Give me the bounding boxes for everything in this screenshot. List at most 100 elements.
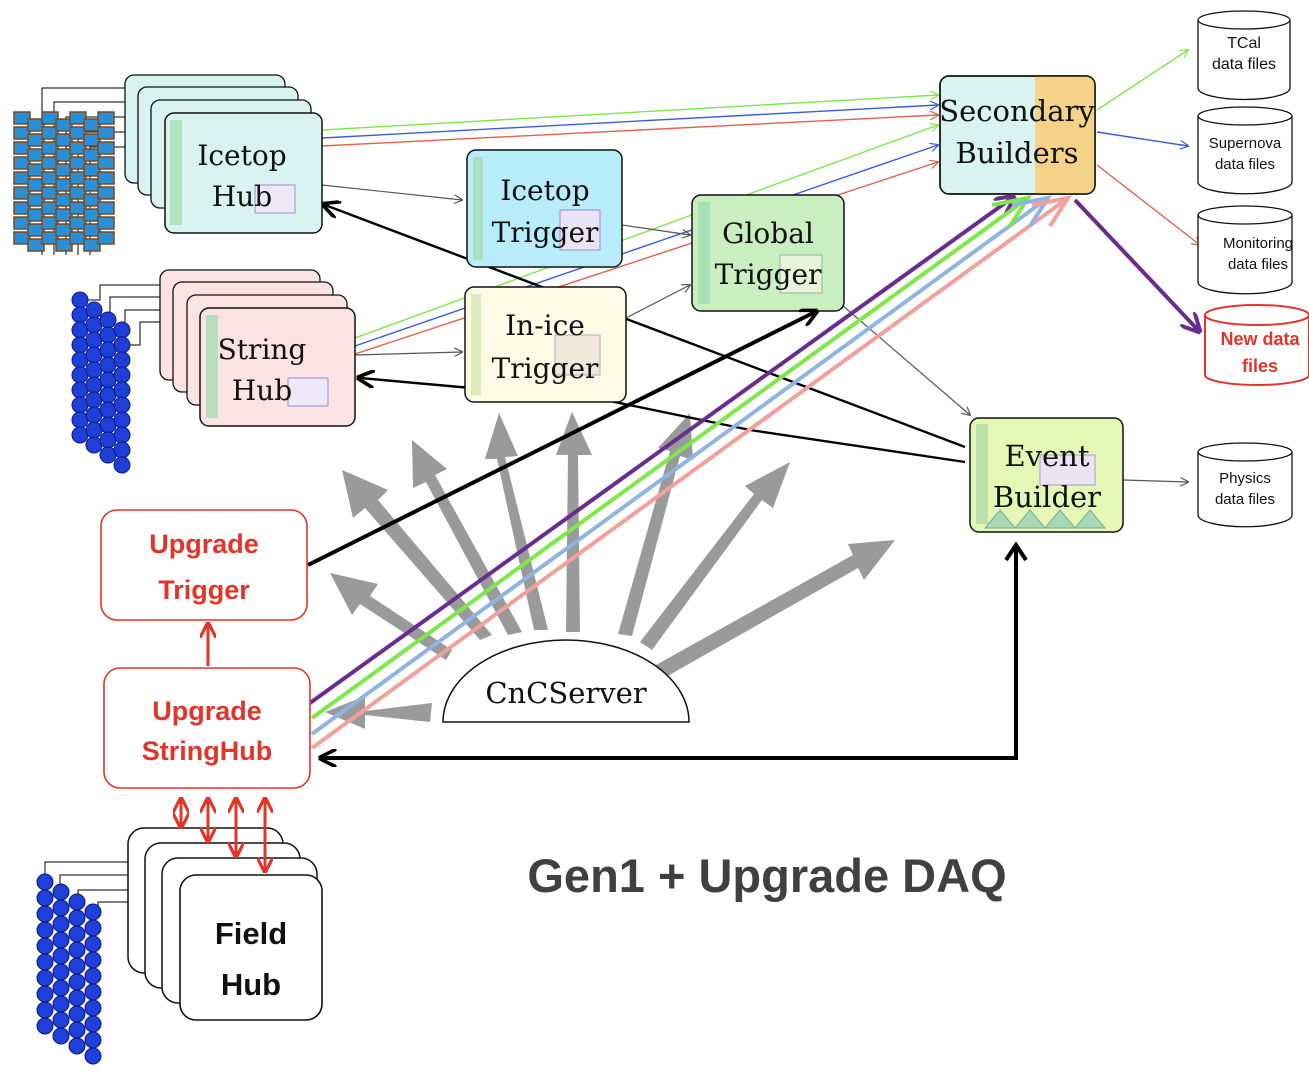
supernova-data-files[interactable]: Supernova data files <box>1197 106 1293 195</box>
thin-data-links <box>321 50 1200 355</box>
cnc-server[interactable]: CnCServer <box>442 639 690 723</box>
icetop-tank <box>97 186 115 200</box>
gray-data-links <box>321 184 1188 482</box>
string-hub-label-2: Hub <box>232 374 292 407</box>
physics-data-files[interactable]: Physics data files <box>1197 442 1293 528</box>
icetop-tank <box>41 201 59 215</box>
tcal-label-2: data files <box>1212 56 1276 73</box>
dom-sensor <box>113 381 131 399</box>
dom-sensor <box>52 947 70 965</box>
dom-sensor <box>84 1015 102 1033</box>
monitoring-data-files[interactable]: Monitoring data files <box>1197 205 1293 295</box>
dom-sensor <box>36 1017 54 1035</box>
monitoring-label-2: data files <box>1228 256 1288 273</box>
icetop-tank <box>69 126 87 140</box>
icetop-tank <box>41 231 59 245</box>
icetop-trigger[interactable]: Icetop Trigger <box>466 149 623 268</box>
dom-sensor <box>84 967 102 985</box>
dom-sensor <box>113 351 131 369</box>
dom-sensor <box>36 1001 54 1019</box>
icetop-tank <box>83 178 101 192</box>
string-doms <box>71 291 131 474</box>
icetop-tank <box>83 148 101 162</box>
dom-sensor <box>113 366 131 384</box>
icetop-tank <box>83 133 101 147</box>
monitoring-label-1: Monitoring <box>1223 235 1293 252</box>
icetop-tank <box>55 148 73 162</box>
physics-label-1: Physics <box>1219 470 1271 487</box>
field-hub[interactable]: Field Hub <box>127 827 323 1021</box>
icetop-tank <box>13 186 31 200</box>
dom-sensor <box>85 301 103 319</box>
event-builder[interactable]: Event Builder <box>969 417 1124 533</box>
icetop-tank <box>83 223 101 237</box>
dom-sensor <box>113 456 131 474</box>
icetop-tank <box>69 231 87 245</box>
icetop-tank <box>41 156 59 170</box>
dom-sensor <box>113 396 131 414</box>
dom-sensor <box>36 969 54 987</box>
icetop-tanks <box>13 111 115 252</box>
secondary-builders-label-2: Builders <box>955 136 1078 170</box>
icetop-tank <box>97 216 115 230</box>
dom-sensor <box>36 905 54 923</box>
new-data-files[interactable]: New data files <box>1204 304 1309 386</box>
icetop-tank <box>13 141 31 155</box>
icetop-tank <box>13 231 31 245</box>
tcal-data-files[interactable]: TCal data files <box>1197 10 1291 101</box>
secondary-builders[interactable]: Secondary Builders <box>939 75 1096 195</box>
icetop-tank <box>97 201 115 215</box>
string-hub[interactable]: String Hub <box>159 269 356 427</box>
icetop-tank <box>27 208 45 222</box>
icetop-tank <box>97 171 115 185</box>
icetop-tank <box>41 111 59 125</box>
secondary-builders-label-1: Secondary <box>939 94 1095 128</box>
icetop-trigger-label-2: Trigger <box>492 216 599 249</box>
upgrade-trigger-label-2: Trigger <box>158 575 250 605</box>
dom-sensor <box>36 985 54 1003</box>
icetop-tank <box>55 118 73 132</box>
inice-trigger[interactable]: In-ice Trigger <box>464 286 627 403</box>
icetop-tank <box>69 216 87 230</box>
icetop-tank <box>83 118 101 132</box>
dom-sensor <box>36 921 54 939</box>
icetop-tank <box>69 171 87 185</box>
global-trigger-label-1: Global <box>722 217 814 250</box>
dom-sensor <box>52 899 70 917</box>
icetop-tank <box>97 231 115 245</box>
icetop-tank <box>69 201 87 215</box>
dom-sensor <box>68 925 86 943</box>
upgrade-stringhub[interactable]: Upgrade StringHub <box>103 667 311 789</box>
icetop-hub[interactable]: Icetop Hub <box>124 74 323 234</box>
icetop-tank <box>55 133 73 147</box>
dom-sensor <box>52 979 70 997</box>
icetop-hub-label-2: Hub <box>212 180 272 213</box>
dom-sensor <box>68 941 86 959</box>
dom-sensor <box>68 1005 86 1023</box>
dom-sensor <box>68 989 86 1007</box>
dom-sensor <box>68 1037 86 1055</box>
upgrade-trigger[interactable]: Upgrade Trigger <box>100 509 308 621</box>
icetop-tank <box>41 126 59 140</box>
dom-sensor <box>52 915 70 933</box>
upgrade-stringhub-label-1: Upgrade <box>152 696 262 726</box>
dom-sensor <box>99 311 117 329</box>
icetop-tank <box>13 156 31 170</box>
icetop-tank <box>13 171 31 185</box>
icetop-tank <box>41 141 59 155</box>
dom-sensor <box>68 957 86 975</box>
icetop-tank <box>13 216 31 230</box>
icetop-tank <box>69 186 87 200</box>
global-trigger[interactable]: Global Trigger <box>691 194 845 312</box>
tcal-label-1: TCal <box>1227 35 1261 52</box>
dom-sensor <box>84 935 102 953</box>
icetop-trigger-label-1: Icetop <box>500 174 589 207</box>
diagram-title: Gen1 + Upgrade DAQ <box>527 849 1006 902</box>
icetop-tank <box>13 111 31 125</box>
supernova-label-1: Supernova <box>1209 135 1282 152</box>
dom-sensor <box>84 919 102 937</box>
dom-sensor <box>84 1031 102 1049</box>
dom-sensor <box>36 953 54 971</box>
